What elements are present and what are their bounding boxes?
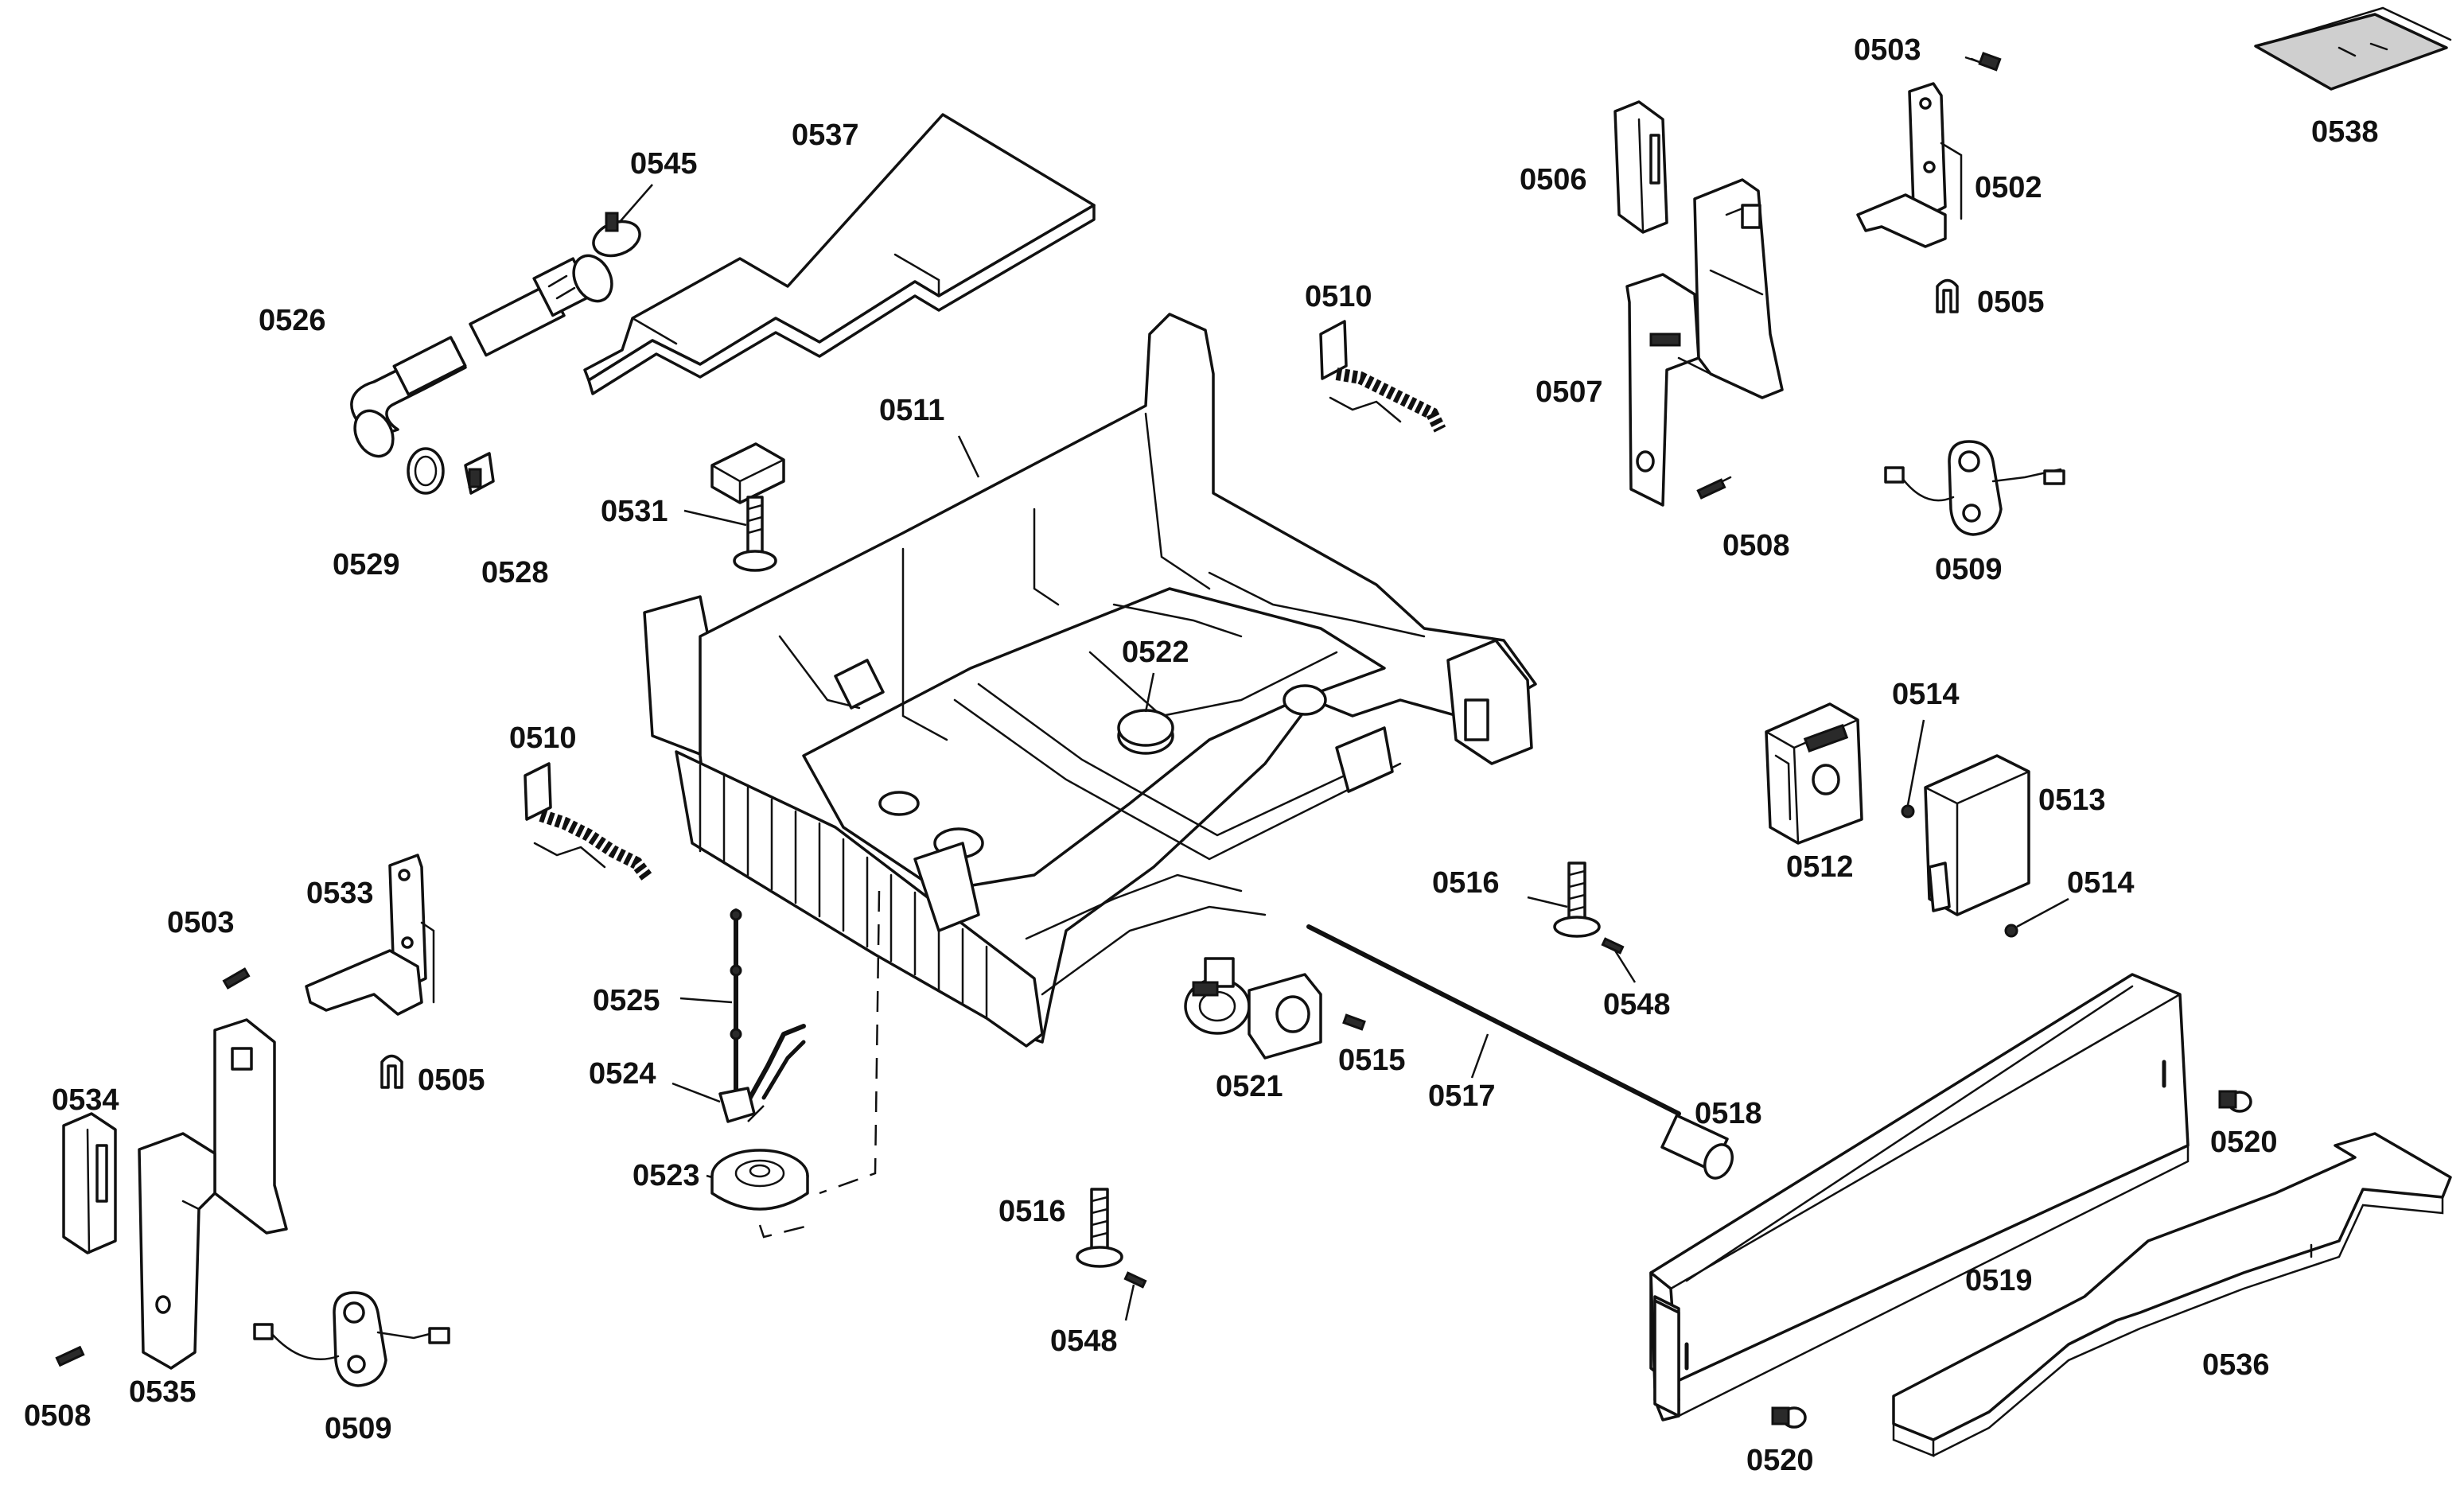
spring-0510-lower [524,762,654,883]
clip-0505-upper [1936,278,1959,313]
bracket-0528 [464,452,495,495]
callout-0523: 0523 [633,1159,700,1192]
dashed-assembly-line [819,890,881,1195]
callout-0522: 0522 [1122,636,1189,669]
leveling-screw-0516-upper [1527,861,1601,938]
callout-0503-upper: 0503 [1854,33,1921,67]
screw-0508-lower [55,1345,85,1367]
callout-0536: 0536 [2202,1348,2270,1382]
callout-0520-upper: 0520 [2210,1126,2278,1159]
callout-0508-upper: 0508 [1722,529,1790,562]
callout-0548-upper: 0548 [1603,988,1671,1021]
callout-0548-lower: 0548 [1050,1324,1118,1358]
leveling-screw-0531 [683,496,777,572]
callout-0529: 0529 [333,548,400,581]
pressure-switch-0509-lower [253,1291,450,1387]
callout-0533: 0533 [306,877,374,910]
leader-0522 [1144,672,1155,713]
cover-0534 [62,1112,117,1254]
callout-0514-upper: 0514 [1892,678,1960,711]
kick-plate-0536 [1892,1132,2452,1457]
insulation-plate-0537 [583,113,1096,395]
leveling-screw-0516-lower [1076,1188,1123,1268]
hose-clamp-0545 [592,184,653,258]
callout-0513: 0513 [2038,784,2106,817]
callout-0518: 0518 [1695,1097,1762,1130]
pressure-switch-0509-upper [1884,440,2065,536]
spring-0510-upper [1319,320,1446,433]
cover-0513 [1924,754,2030,916]
drain-hose-0526 [350,254,613,458]
callout-0534: 0534 [52,1083,119,1117]
screw-0548-upper [1601,937,1637,983]
hardware-bag-0538 [2254,6,2452,91]
clip-0505-lower [380,1054,403,1089]
clamp-0529 [407,447,445,495]
screw-0514-lower [2004,897,2069,938]
leader-0524b [747,1105,765,1122]
screw-0508-upper [1696,476,1732,500]
screw-0514-upper [1901,719,1925,819]
dashed-assembly-line-2 [758,1223,812,1239]
inlet-valve-0521 [1184,957,1322,1060]
bracket-0533 [305,854,435,1016]
callout-0515: 0515 [1338,1044,1406,1077]
callout-0535: 0535 [129,1375,197,1409]
callout-0526: 0526 [259,304,326,337]
callout-0516-upper: 0516 [1432,866,1500,900]
rod-0517 [1306,924,1681,1116]
screw-0515 [1342,1013,1366,1031]
float-rod-0525 [679,908,742,1092]
callout-labels: 0503 0538 0545 0537 0506 0502 0505 0526 … [24,33,2379,1477]
screw-0503-upper [1964,52,2002,72]
module-0512 [1765,702,1863,845]
bracket-0502 [1856,82,1963,248]
callout-0537: 0537 [792,119,859,152]
callout-0520-lower: 0520 [1746,1444,1814,1477]
callout-0508-lower: 0508 [24,1399,91,1433]
callout-0510-lower: 0510 [509,721,577,755]
leader-0511 [957,435,980,478]
callout-0509-lower: 0509 [325,1412,392,1445]
callout-0538: 0538 [2311,115,2379,149]
callout-0519: 0519 [1965,1264,2033,1297]
callout-0502: 0502 [1975,171,2042,204]
callout-0507: 0507 [1536,375,1603,409]
foot-pad-0531 [710,442,785,504]
callout-0528: 0528 [481,556,549,589]
callout-0514-lower: 0514 [2067,866,2135,900]
callout-0505-lower: 0505 [418,1064,485,1097]
callout-0517: 0517 [1428,1079,1496,1113]
callout-0516-lower: 0516 [998,1195,1066,1228]
screw-0520-upper [2218,1090,2252,1113]
front-wall-ribs [699,764,988,1020]
bracket-0507 [1625,178,1784,507]
callout-0509-upper: 0509 [1935,553,2003,586]
callout-0505-upper: 0505 [1977,286,2045,319]
knob-0518 [1660,1114,1734,1180]
callout-0524: 0524 [589,1057,656,1091]
callout-0512: 0512 [1786,850,1854,884]
callout-0521: 0521 [1216,1070,1283,1103]
float-arm-0524 [671,1024,806,1123]
front-panel-0519 [1649,973,2190,1421]
screw-0520-lower [1771,1406,1807,1429]
callout-0510-upper: 0510 [1305,280,1372,313]
callout-0503-lower: 0503 [167,906,235,939]
screw-0548-lower [1123,1271,1147,1321]
callout-0531: 0531 [601,495,668,528]
cover-0506 [1613,100,1668,234]
callout-0545: 0545 [630,147,698,181]
screw-0503-lower [222,967,251,990]
base-tub-0511 [643,313,1537,1048]
bracket-0535 [138,1018,288,1370]
callout-0506: 0506 [1520,163,1587,196]
float-0523 [706,1149,809,1211]
callout-0525: 0525 [593,984,660,1017]
callout-0511: 0511 [879,394,944,427]
